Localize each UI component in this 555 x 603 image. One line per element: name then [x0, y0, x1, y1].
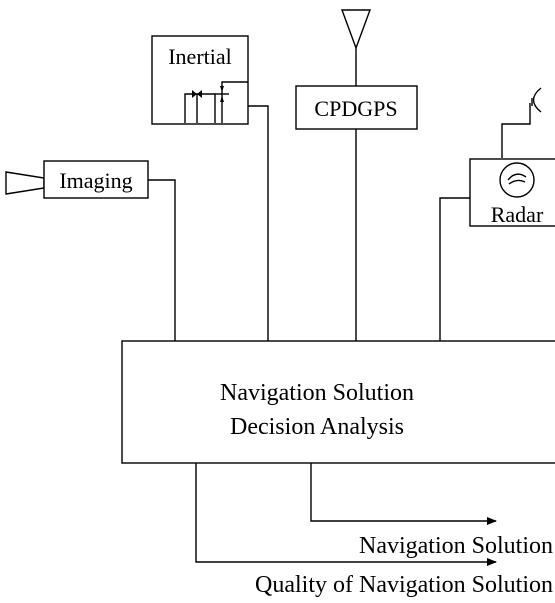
inertial-label: Inertial [168, 44, 232, 69]
radar-block: Radar [469, 158, 555, 227]
processor-line2: Decision Analysis [230, 414, 404, 440]
cpdgps-block: CPDGPS [295, 85, 418, 130]
processor-line1: Navigation Solution [220, 380, 414, 406]
output-arrows [195, 463, 497, 566]
output-quality-label: Quality of Navigation Solution [255, 572, 553, 598]
decision-analysis-block: Navigation Solution Decision Analysis [121, 340, 555, 464]
imaging-block: Imaging [43, 160, 149, 199]
cpdgps-antenna-icon [340, 9, 372, 86]
cpdgps-label: CPDGPS [314, 96, 397, 121]
quality-arrow [195, 463, 497, 566]
radar-label: Radar [491, 202, 544, 227]
output-navigation-solution: Navigation Solution [359, 533, 553, 559]
imaging-camera-icon [5, 171, 45, 195]
imaging-label: Imaging [59, 168, 132, 193]
gyro-icon [184, 81, 248, 123]
solution-arrow [310, 463, 497, 525]
inertial-block: Inertial [151, 35, 249, 125]
sensor-connections [148, 105, 470, 341]
radar-dish-icon [501, 87, 542, 158]
